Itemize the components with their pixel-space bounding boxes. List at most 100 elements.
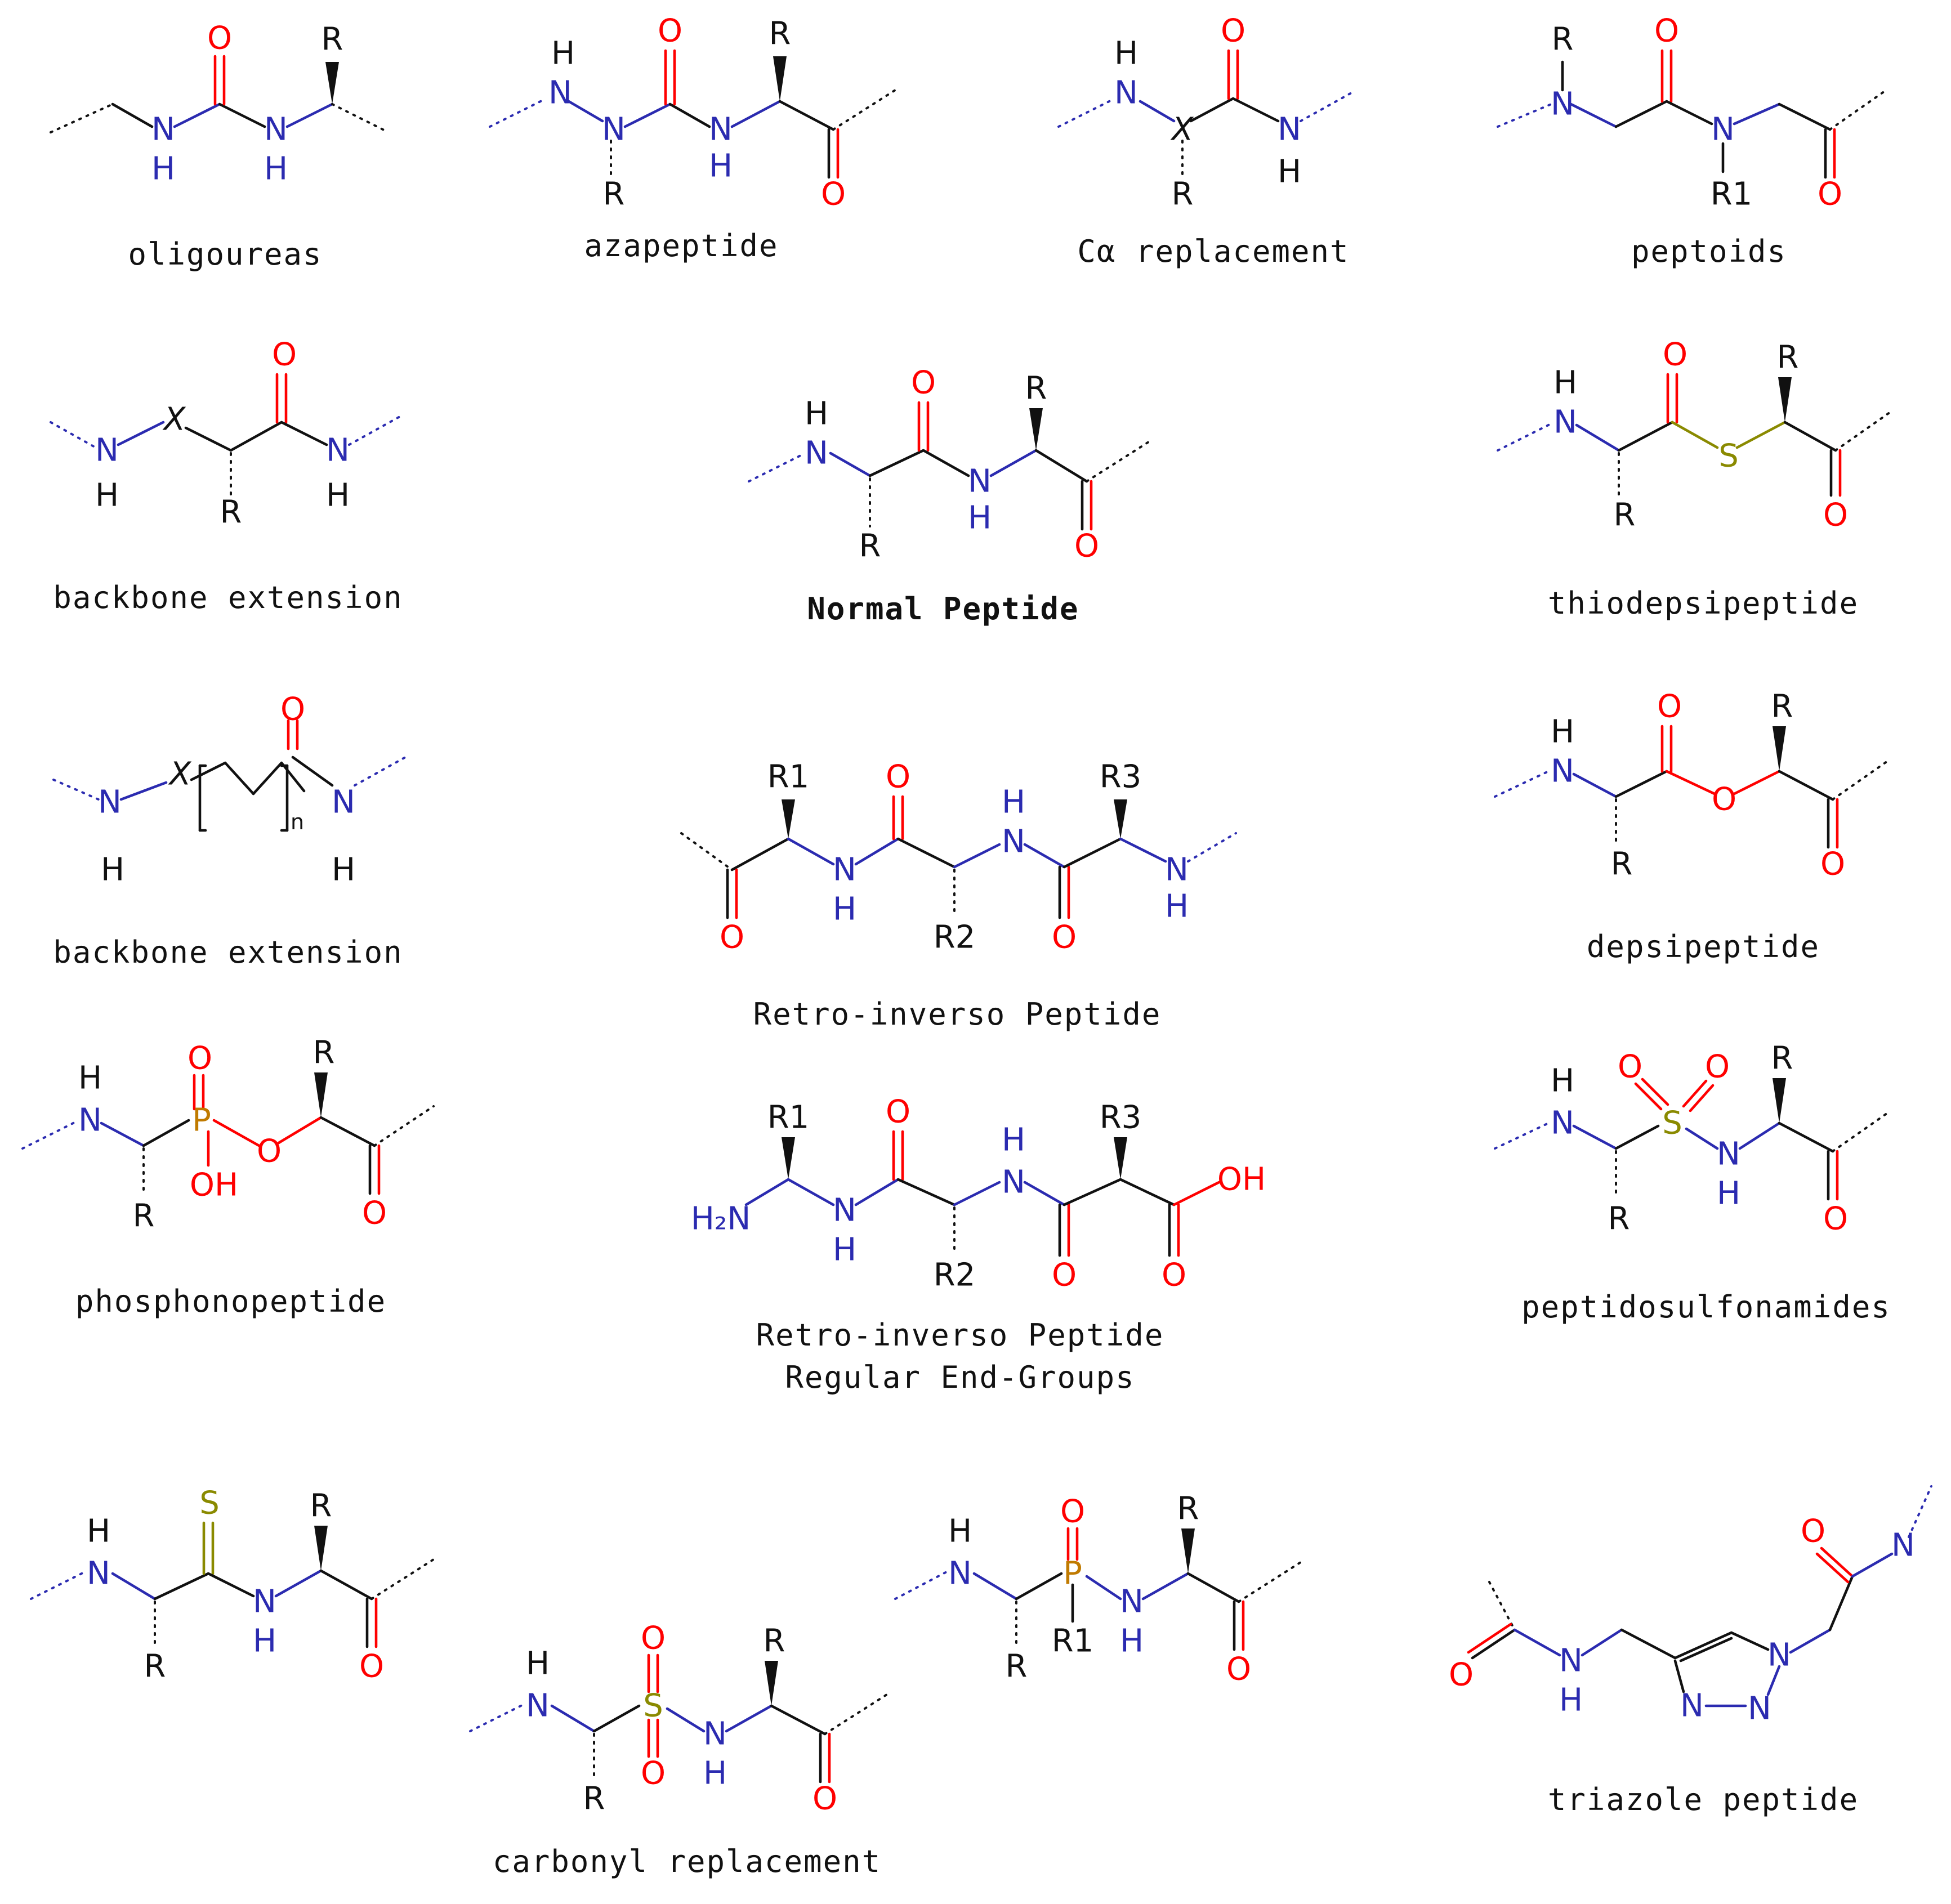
atom-hydrogen: H — [87, 1513, 110, 1550]
atom-oxygen: O — [272, 337, 297, 373]
atom-hydrogen: H — [1551, 1063, 1574, 1100]
atom-nitrogen: N — [526, 1688, 550, 1724]
atom-nitrogen: N — [1559, 1643, 1583, 1679]
atom-hydrogen: H — [551, 35, 575, 72]
caption-thiodepsipeptide: thiodepsipeptide — [1548, 585, 1859, 621]
atom-oxygen: O — [1052, 1257, 1077, 1294]
atom-oxygen: O — [1712, 781, 1736, 818]
atom-oxygen: O — [1221, 13, 1245, 50]
atom-r-group: R — [1771, 1040, 1793, 1077]
atom-oxygen: O — [1052, 919, 1077, 956]
atom-r-group: R — [1025, 370, 1047, 407]
atom-oxygen: O — [359, 1648, 384, 1685]
caption-oligoureas: oligoureas — [128, 236, 322, 272]
atom-nitrogen: N — [1120, 1584, 1144, 1620]
atom-oxygen: O — [1074, 528, 1099, 565]
atom-r-group: R — [1614, 497, 1636, 534]
caption-azapeptide: azapeptide — [584, 228, 778, 263]
caption-peptoids: peptoids — [1631, 234, 1787, 269]
atom-hydrogen: H — [703, 1755, 727, 1792]
atom-r-group: R — [322, 21, 343, 58]
atom-x-placeholder: X — [168, 756, 192, 793]
caption-carbonyl-replacement: carbonyl replacement — [493, 1844, 881, 1879]
atom-sulfur: S — [643, 1688, 663, 1724]
atom-nitrogen: N — [1551, 753, 1574, 790]
atom-nitrogen: N — [326, 432, 350, 469]
atom-nitrogen: N — [948, 1556, 972, 1592]
atom-hydrogen: H — [1120, 1623, 1144, 1660]
atom-r2-group: R2 — [934, 919, 976, 956]
atom-nitrogen: N — [1891, 1527, 1915, 1564]
structure-peptidosulfonamides: H N R O O S N H R O — [1494, 1040, 1890, 1237]
atom-nitrogen: N — [833, 1192, 856, 1229]
atom-r-group: R — [603, 176, 625, 213]
atom-hydroxyl: OH — [1217, 1161, 1266, 1198]
atom-r1-group: R1 — [767, 759, 810, 795]
structure-carbonyl-replacement-sulfonyl: H N R O S O N H R O — [469, 1620, 888, 1817]
atom-sulfur: S — [199, 1485, 220, 1522]
atom-nitrogen: N — [95, 432, 119, 469]
atom-nitrogen: N — [1114, 75, 1138, 111]
atom-oxygen: O — [886, 1094, 910, 1130]
atom-hydrogen: H — [1553, 365, 1577, 401]
atom-hydrogen: H — [101, 852, 124, 888]
atom-nitrogen: N — [1002, 1164, 1025, 1201]
structure-azapeptide: H N N R O N H R O — [489, 13, 896, 213]
caption-phosphonopeptide: phosphonopeptide — [75, 1284, 386, 1319]
atom-nitrogen: N — [87, 1556, 110, 1592]
atom-r-group: R — [144, 1648, 166, 1685]
structure-ca-replacement: H N X R O N H — [1057, 13, 1352, 213]
atom-oxygen: O — [812, 1781, 837, 1817]
caption-peptidosulfonamides: peptidosulfonamides — [1521, 1289, 1891, 1325]
atom-nitrogen: N — [264, 111, 288, 148]
atom-r1-group: R1 — [767, 1100, 810, 1136]
structure-phosphonopeptide: H N R O P OH O R O — [21, 1035, 435, 1235]
caption-backbone-extension-1: backbone extension — [53, 580, 403, 615]
atom-hydrogen: H — [78, 1060, 102, 1097]
atom-oxygen: O — [821, 176, 846, 213]
caption-retro-inverso-end-line1: Retro-inverso Peptide — [756, 1317, 1164, 1353]
caption-retro-inverso-end-line2: Regular End-Groups — [785, 1360, 1135, 1395]
atom-nitrogen: N — [833, 852, 856, 888]
atom-nitrogen: N — [1165, 852, 1189, 888]
atom-r-group: R — [220, 494, 242, 531]
atom-hydrogen: H — [253, 1623, 276, 1660]
atom-r1-group: R1 — [1711, 176, 1753, 213]
atom-oxygen: O — [1823, 497, 1848, 534]
atom-nitrogen: N — [98, 784, 122, 821]
atom-hydrogen: H — [1114, 35, 1138, 72]
atom-oxygen: O — [1449, 1657, 1474, 1693]
atom-nitrogen: N — [703, 1716, 727, 1753]
atom-oxygen: O — [1663, 337, 1687, 373]
atom-nitrogen: N — [602, 111, 626, 148]
atom-oxygen: O — [1226, 1651, 1251, 1688]
atom-nitrogen: N — [78, 1102, 102, 1139]
atom-hydrogen: H — [1002, 1122, 1025, 1159]
atom-x-placeholder: X — [1170, 111, 1194, 148]
atom-hydrogen: H — [326, 477, 350, 514]
atom-nitrogen: N — [1551, 86, 1574, 123]
atom-r1-group: R1 — [1052, 1623, 1094, 1660]
atom-oxygen: O — [280, 691, 305, 728]
atom-oxygen: O — [658, 13, 682, 50]
caption-ca-replacement: Cα replacement — [1077, 234, 1349, 269]
atom-oxygen: O — [257, 1133, 282, 1170]
atom-hydrogen: H — [833, 891, 856, 928]
caption-backbone-extension-2: backbone extension — [53, 935, 403, 970]
atom-oxygen: O — [1618, 1049, 1642, 1085]
atom-r-group: R — [1611, 846, 1633, 883]
atom-r-group: R — [1177, 1491, 1199, 1527]
atom-nitrogen: N — [1680, 1688, 1704, 1724]
atom-hydrogen: H — [1165, 888, 1189, 925]
atom-hydrogen: H — [833, 1232, 856, 1268]
atom-r-group: R — [764, 1623, 785, 1660]
structure-retro-inverso-peptide: R1 O N H O R2 H N O R3 N H — [680, 759, 1237, 956]
atom-nitrogen: N — [1767, 1637, 1791, 1674]
structure-peptoids: R N O N R1 O — [1497, 13, 1887, 213]
atom-r-group: R — [310, 1488, 332, 1525]
atom-hydrogen: H — [526, 1646, 550, 1682]
caption-triazole-peptide: triazole peptide — [1548, 1782, 1859, 1817]
atom-r-group: R — [1771, 689, 1793, 725]
atom-oxygen: O — [187, 1040, 212, 1077]
